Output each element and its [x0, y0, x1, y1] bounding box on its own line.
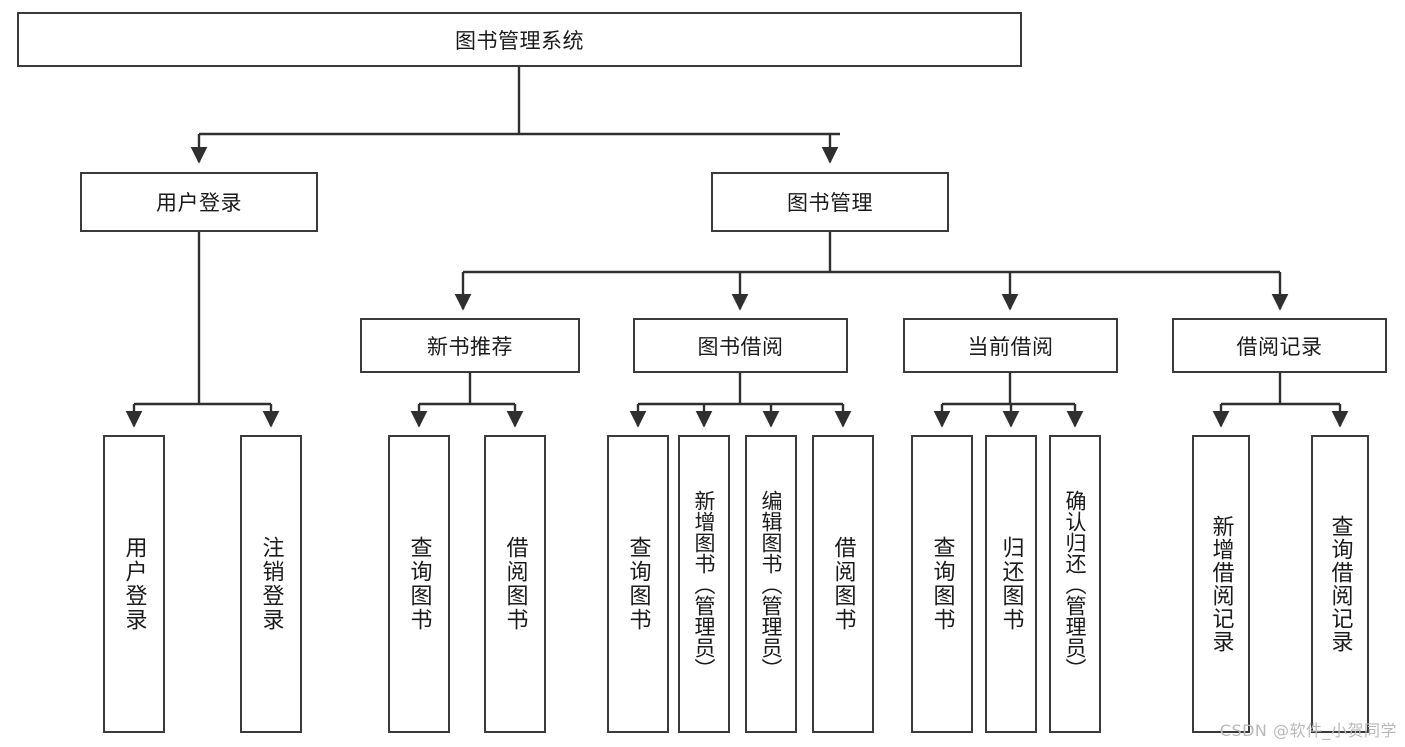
node-leaf-return-book-label: 归还图书: [998, 536, 1024, 632]
node-leaf-borrow-book-new[interactable]: 借阅图书: [484, 435, 546, 733]
node-leaf-confirm-return-admin[interactable]: 确认归还（管理员）: [1049, 435, 1101, 733]
node-user-login[interactable]: 用户登录: [80, 172, 318, 232]
node-leaf-add-book-admin-label: 新增图书（管理员）: [692, 489, 717, 679]
node-root[interactable]: 图书管理系统: [17, 12, 1022, 67]
node-borrow-records-label: 借阅记录: [1236, 334, 1323, 359]
node-current-borrow-label: 当前借阅: [967, 334, 1054, 359]
node-leaf-edit-book-admin-label: 编辑图书（管理员）: [759, 489, 784, 679]
node-leaf-logout[interactable]: 注销登录: [240, 435, 302, 733]
node-leaf-query-borrow-record[interactable]: 查询借阅记录: [1311, 435, 1369, 733]
node-leaf-user-login[interactable]: 用户登录: [103, 435, 165, 733]
node-current-borrow[interactable]: 当前借阅: [903, 318, 1118, 373]
node-leaf-query-book-borrow-label: 查询图书: [625, 536, 651, 632]
node-leaf-query-book-new[interactable]: 查询图书: [388, 435, 450, 733]
node-root-label: 图书管理系统: [455, 28, 584, 53]
node-leaf-query-book-new-label: 查询图书: [406, 536, 432, 632]
node-leaf-user-login-label: 用户登录: [121, 536, 147, 632]
node-borrow-records[interactable]: 借阅记录: [1172, 318, 1387, 373]
node-leaf-borrow-book-new-label: 借阅图书: [502, 536, 528, 632]
node-leaf-add-borrow-record-label: 新增借阅记录: [1208, 515, 1234, 653]
node-leaf-return-book[interactable]: 归还图书: [985, 435, 1037, 733]
node-leaf-query-borrow-record-label: 查询借阅记录: [1327, 515, 1353, 653]
node-leaf-borrow-book[interactable]: 借阅图书: [812, 435, 874, 733]
node-book-management-label: 图书管理: [787, 191, 873, 215]
node-book-management[interactable]: 图书管理: [711, 172, 949, 232]
node-new-book-recommend[interactable]: 新书推荐: [360, 318, 580, 373]
node-leaf-borrow-book-label: 借阅图书: [830, 536, 856, 632]
node-new-book-recommend-label: 新书推荐: [427, 334, 513, 359]
node-user-login-label: 用户登录: [156, 191, 242, 215]
node-leaf-confirm-return-admin-label: 确认归还（管理员）: [1063, 489, 1088, 679]
csdn-watermark: CSDN @软件_小贺同学: [1219, 721, 1397, 740]
node-leaf-query-book-current-label: 查询图书: [929, 536, 955, 632]
node-book-borrow[interactable]: 图书借阅: [633, 318, 848, 373]
node-leaf-add-borrow-record[interactable]: 新增借阅记录: [1192, 435, 1250, 733]
node-leaf-query-book-current[interactable]: 查询图书: [911, 435, 973, 733]
node-leaf-query-book-borrow[interactable]: 查询图书: [607, 435, 669, 733]
node-leaf-add-book-admin[interactable]: 新增图书（管理员）: [678, 435, 730, 733]
node-leaf-edit-book-admin[interactable]: 编辑图书（管理员）: [745, 435, 797, 733]
node-leaf-logout-label: 注销登录: [258, 536, 284, 632]
node-book-borrow-label: 图书借阅: [697, 334, 784, 359]
